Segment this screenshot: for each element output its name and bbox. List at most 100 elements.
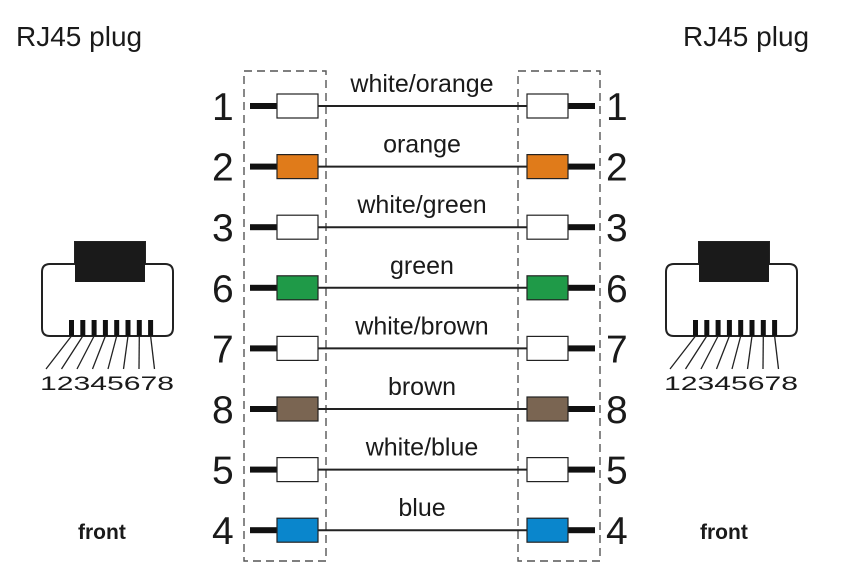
left-wire-color-block (276, 93, 319, 119)
wire-row: 7 7 white/brown (212, 312, 628, 371)
right-pin-number: 5 (606, 450, 628, 493)
plug-contact (749, 320, 755, 336)
right-pin-stub (568, 345, 595, 352)
plug-contact-lead (122, 335, 129, 370)
plug-contact-lead (684, 335, 708, 370)
left-connector-outline (243, 70, 327, 562)
wire-row: 6 6 green (212, 252, 628, 311)
wire-row: 5 5 white/blue (212, 434, 628, 493)
wire-color-label: brown (388, 373, 456, 401)
right-wire-color-block (526, 457, 569, 483)
left-pin-number: 2 (212, 147, 234, 190)
plug-contact (715, 320, 721, 336)
left-pin-number: 6 (212, 268, 234, 311)
left-wire-color-block (276, 335, 319, 361)
right-wire-color-block (526, 396, 569, 422)
plug-contact-lead (746, 335, 753, 370)
right-pin-number: 2 (606, 147, 628, 190)
plug-contact (69, 320, 74, 336)
left-pin-stub (250, 345, 277, 352)
right-plug-pin-numbers: 12345678 (664, 374, 798, 395)
right-pin-stub (568, 103, 595, 109)
left-wire-color-block (276, 214, 319, 240)
left-pin-number: 4 (212, 510, 234, 553)
left-pin-number: 8 (212, 389, 234, 432)
right-wire-color-block (526, 275, 569, 301)
left-wire-color-block (276, 275, 319, 301)
right-pin-number: 8 (606, 389, 628, 432)
plug-contact-lead (773, 335, 780, 370)
wire-row: 1 1 white/orange (212, 70, 628, 129)
right-pin-number: 7 (606, 328, 628, 371)
wire-color-label: white/orange (349, 70, 493, 98)
plug-contact (125, 320, 131, 336)
right-front-label: front (700, 521, 748, 544)
plug-contact-lead (700, 335, 719, 370)
left-plug-icon (41, 241, 174, 370)
right-pin-stub (568, 466, 595, 473)
left-wire-color-block (276, 154, 319, 180)
wire-color-label: blue (398, 494, 445, 522)
left-pin-stub (250, 527, 277, 534)
wire-color-label: white/blue (365, 434, 479, 462)
left-pin-stub (250, 466, 277, 473)
plug-contact-lead (731, 335, 742, 370)
right-connector-outline (517, 70, 601, 562)
right-plug-title: RJ45 plug (683, 21, 809, 52)
plug-contact (726, 320, 732, 336)
right-wire-color-block (526, 335, 569, 361)
plug-contact (114, 320, 120, 336)
plug-contact (704, 320, 710, 336)
right-wire-color-block (526, 517, 569, 543)
plug-contact-lead (45, 335, 73, 370)
plug-contact (136, 320, 142, 336)
right-pin-number: 6 (606, 268, 628, 311)
plug-contact (693, 320, 698, 336)
left-pin-stub (250, 406, 277, 412)
wire-color-label: green (390, 252, 454, 280)
left-plug-title: RJ45 plug (16, 21, 142, 52)
left-pin-number: 1 (212, 86, 234, 129)
left-pin-stub (250, 284, 277, 291)
left-wire-color-block (276, 396, 319, 422)
left-pin-number: 7 (212, 328, 234, 371)
plug-contact (772, 320, 778, 336)
right-wire-color-block (526, 93, 569, 119)
wire-color-label: white/brown (354, 312, 488, 340)
left-pin-stub (250, 163, 277, 170)
right-pin-stub (568, 527, 595, 534)
plug-contact-lead (107, 335, 118, 370)
wire-row: 2 2 orange (212, 131, 628, 190)
right-pin-stub (568, 284, 595, 291)
plug-contact-lead (149, 335, 156, 370)
plug-contact (738, 320, 744, 336)
plug-contact (91, 320, 97, 336)
left-pin-stub (250, 224, 277, 231)
left-front-label: front (78, 521, 126, 544)
right-wire-color-block (526, 214, 569, 240)
plug-contact (148, 320, 154, 336)
right-pin-stub (568, 224, 595, 231)
plug-contact (760, 320, 766, 336)
right-pin-number: 1 (606, 86, 628, 129)
right-pin-stub (568, 406, 595, 412)
plug-contact (80, 320, 86, 336)
wire-row: 8 8 brown (212, 373, 628, 432)
right-wire-color-block (526, 154, 569, 180)
plug-contact-lead (669, 335, 697, 370)
left-pin-number: 5 (212, 450, 234, 493)
right-pin-stub (568, 163, 595, 170)
left-pin-stub (250, 103, 277, 109)
left-wire-color-block (276, 517, 319, 543)
wire-color-label: white/green (356, 191, 486, 219)
plug-contact-lead (76, 335, 95, 370)
right-pin-number: 3 (606, 207, 628, 250)
wire-color-label: orange (383, 131, 461, 159)
plug-contact-lead (715, 335, 731, 370)
left-wire-color-block (276, 457, 319, 483)
right-plug-icon (665, 241, 798, 370)
